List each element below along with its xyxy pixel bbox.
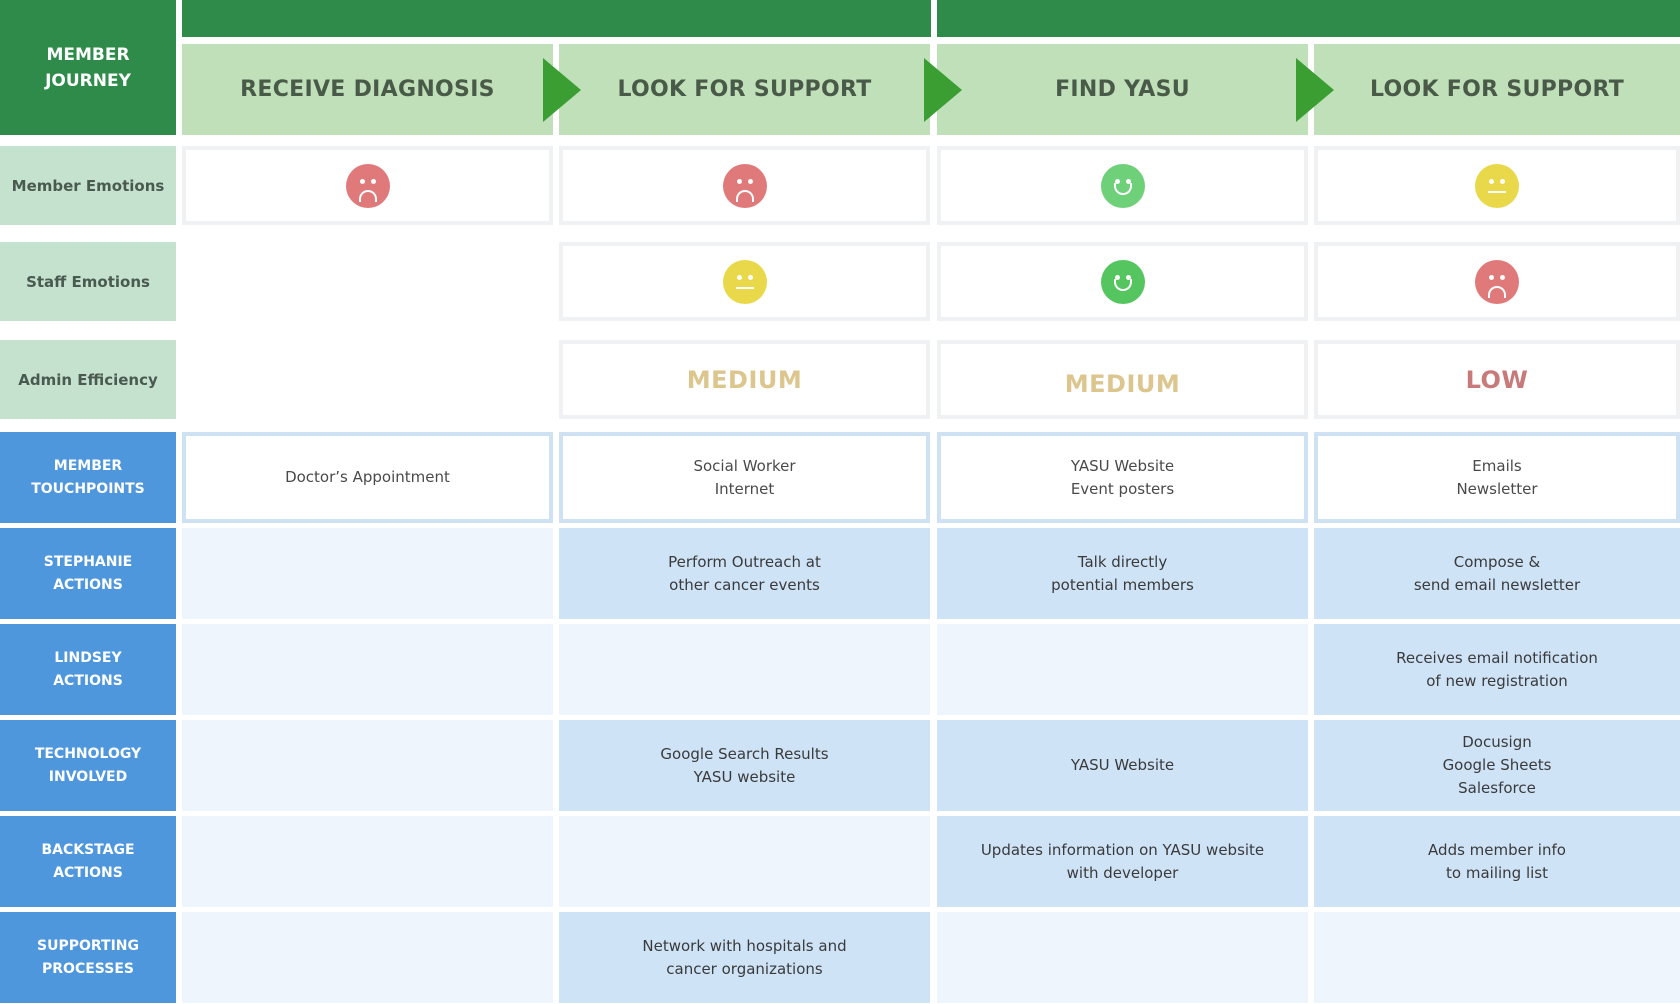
technology-cell-1 (182, 720, 553, 811)
stage-header-1: RECEIVE DIAGNOSIS (182, 44, 553, 135)
backstage-cell-2 (559, 816, 930, 907)
staff-emotion-cell-2 (559, 242, 930, 321)
admin-efficiency-cell-3: MEDIUM (937, 340, 1308, 419)
top-bar-left (182, 0, 931, 37)
neutral-face-icon (722, 259, 767, 304)
member-emotion-cell-3 (937, 146, 1308, 225)
supporting-cell-1 (182, 912, 553, 1003)
stage-header-2: LOOK FOR SUPPORT (559, 44, 930, 135)
admin-efficiency-cell-4: LOW (1314, 340, 1680, 419)
backstage-cell-4: Adds member info to mailing list (1314, 816, 1680, 907)
supporting-cell-3 (937, 912, 1308, 1003)
row-label-staff-emotions: Staff Emotions (0, 242, 176, 321)
lindsey-cell-2 (559, 624, 930, 715)
efficiency-value: MEDIUM (686, 365, 803, 394)
lindsey-cell-1 (182, 624, 553, 715)
row-label-member-emotions: Member Emotions (0, 146, 176, 225)
row-label-member-touchpoints: MEMBER TOUCHPOINTS (0, 432, 176, 523)
sad-face-icon (1475, 259, 1519, 304)
touchpoint-cell-4: Emails Newsletter (1314, 432, 1680, 523)
technology-cell-2: Google Search Results YASU website (559, 720, 930, 811)
sad-face-icon (345, 163, 390, 208)
row-label-backstage-actions: BACKSTAGE ACTIONS (0, 816, 176, 907)
efficiency-value: MEDIUM (1064, 369, 1181, 398)
lindsey-cell-4: Receives email notification of new regis… (1314, 624, 1680, 715)
stephanie-cell-4: Compose & send email newsletter (1314, 528, 1680, 619)
backstage-cell-1 (182, 816, 553, 907)
supporting-cell-2: Network with hospitals and cancer organi… (559, 912, 930, 1003)
stage-header-4: LOOK FOR SUPPORT (1314, 44, 1680, 135)
lindsey-cell-3 (937, 624, 1308, 715)
member-emotion-cell-1 (182, 146, 553, 225)
staff-emotion-cell-3 (937, 242, 1308, 321)
touchpoint-cell-3: YASU Website Event posters (937, 432, 1308, 523)
member-journey-header: MEMBER JOURNEY (0, 0, 176, 135)
neutral-face-icon (1475, 163, 1519, 208)
row-label-lindsey-actions: LINDSEY ACTIONS (0, 624, 176, 715)
touchpoint-cell-2: Social Worker Internet (559, 432, 930, 523)
arrow-icon (924, 58, 962, 122)
stephanie-cell-2: Perform Outreach at other cancer events (559, 528, 930, 619)
stephanie-cell-1 (182, 528, 553, 619)
stephanie-cell-3: Talk directly potential members (937, 528, 1308, 619)
row-label-admin-efficiency: Admin Efficiency (0, 340, 176, 419)
technology-cell-3: YASU Website (937, 720, 1308, 811)
backstage-cell-3: Updates information on YASU website with… (937, 816, 1308, 907)
technology-cell-4: Docusign Google Sheets Salesforce (1314, 720, 1680, 811)
stage-header-3: FIND YASU (937, 44, 1308, 135)
member-emotion-cell-2 (559, 146, 930, 225)
supporting-cell-4 (1314, 912, 1680, 1003)
happy-face-icon (1100, 163, 1145, 208)
staff-emotion-cell-4 (1314, 242, 1680, 321)
arrow-icon (1296, 58, 1334, 122)
touchpoint-cell-1: Doctor’s Appointment (182, 432, 553, 523)
top-bar-right (937, 0, 1680, 37)
row-label-technology-involved: TECHNOLOGY INVOLVED (0, 720, 176, 811)
admin-efficiency-cell-2: MEDIUM (559, 340, 930, 419)
row-label-supporting-processes: SUPPORTING PROCESSES (0, 912, 176, 1003)
efficiency-value: LOW (1465, 365, 1529, 394)
row-label-stephanie-actions: STEPHANIE ACTIONS (0, 528, 176, 619)
happy-face-icon (1100, 259, 1145, 304)
sad-face-icon (722, 163, 767, 208)
arrow-icon (543, 58, 581, 122)
member-emotion-cell-4 (1314, 146, 1680, 225)
